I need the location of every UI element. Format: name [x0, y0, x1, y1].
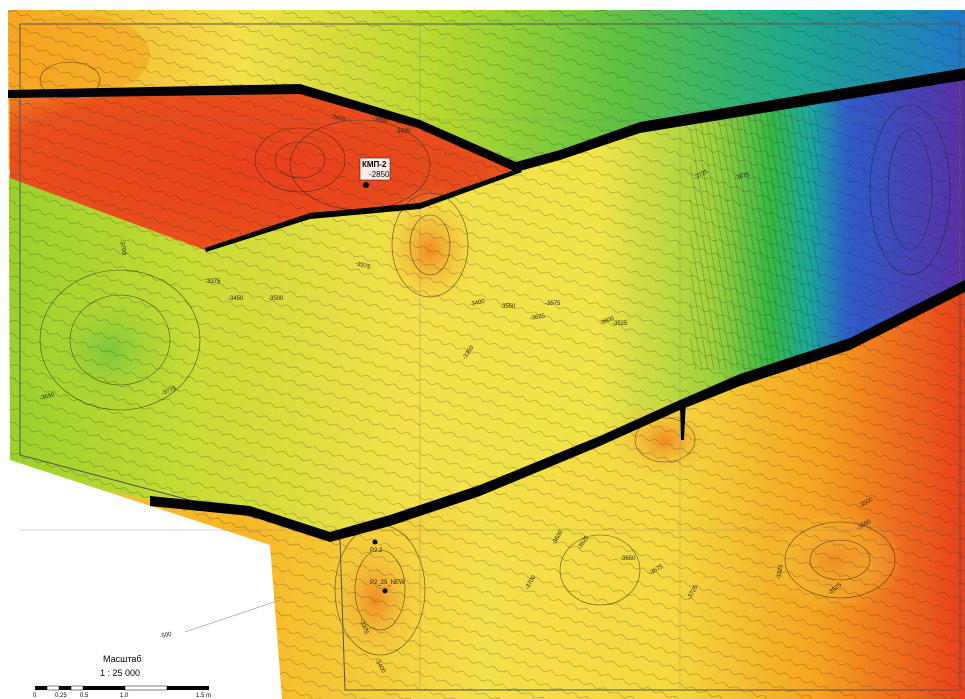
survey-boundary: [19, 23, 961, 691]
contour-label: -3625: [529, 313, 546, 322]
scale-tick: 0.25: [55, 693, 67, 699]
well-marker-icon: [382, 588, 388, 594]
scale-segments: [35, 685, 209, 691]
well-value: -2850: [369, 170, 390, 179]
well-name: КМП-2: [362, 160, 387, 169]
fault-spur: [680, 400, 686, 440]
contour-label: -3450: [228, 296, 244, 302]
contour-label: -3775: [161, 386, 178, 397]
contour-label: -3425: [395, 129, 411, 135]
leader-line: [184, 599, 281, 633]
scale-tick: 1.5 m: [196, 693, 211, 699]
fault-upper: [8, 68, 965, 172]
contour-label: -3650: [620, 556, 636, 562]
contour-label: -3575: [545, 301, 561, 307]
fault-inner: [205, 168, 522, 252]
scale-tick: 1.0: [120, 693, 129, 699]
scale-title: Масштаб: [103, 654, 142, 664]
scale-bar: Масштаб 1 : 25 000 0 0.25 0.5 1.0 1.5 m: [33, 654, 211, 699]
contour-label: -3500: [268, 296, 284, 302]
well-marker-icon: [372, 539, 378, 545]
contour-label: -3400: [469, 299, 486, 308]
scale-tick: 0: [33, 693, 37, 699]
contour-label: -3600: [599, 316, 616, 327]
contour-label: -3525: [612, 321, 628, 327]
contour-lines-steep: [690, 110, 820, 370]
contour-label: -3675: [734, 172, 751, 182]
scale-tick: 0.5: [80, 693, 89, 699]
contour-label: -3450: [372, 116, 389, 125]
well-marker-icon: [363, 182, 369, 188]
well-p2-25-new[interactable]: P2_25_NEW: [370, 580, 405, 594]
contour-label: -3325: [776, 564, 785, 581]
contour-label: -3650: [39, 392, 56, 402]
contour-label: -3375: [354, 261, 371, 271]
well-p2-2[interactable]: P2.2: [370, 539, 383, 555]
contour-label: -500: [159, 631, 173, 640]
contour-label: -3375: [358, 619, 369, 636]
top-caption: [0, 0, 965, 10]
well-name: P2.2: [370, 548, 383, 554]
faults: [8, 68, 965, 542]
well-kmp-2[interactable]: КМП-2 -2850: [359, 157, 391, 188]
contour-label: -3375: [205, 279, 221, 285]
grid-lines: [20, 24, 960, 690]
scale-ratio: 1 : 25 000: [100, 668, 140, 678]
contour-label: -3550: [500, 304, 516, 310]
contour-label: -3700: [118, 239, 127, 256]
well-name: P2_25_NEW: [370, 580, 405, 586]
contour-label: -3475: [330, 114, 347, 123]
caption-text: [0, 0, 965, 8]
